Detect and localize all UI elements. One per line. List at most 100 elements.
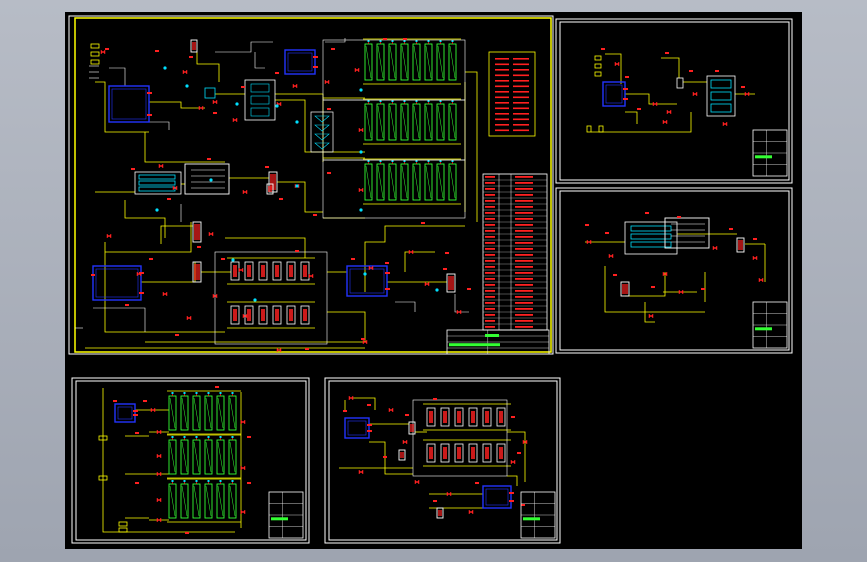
red-tag-mark — [113, 400, 117, 402]
valve-body — [324, 79, 330, 85]
pipe-network — [75, 38, 766, 533]
sheet2-tank — [602, 81, 628, 107]
pipe-line — [364, 225, 465, 292]
valve-symbol — [156, 453, 162, 459]
utility-line — [149, 121, 170, 130]
vessel-right-low — [446, 273, 456, 293]
column-packing — [365, 165, 372, 199]
legend-code — [495, 85, 509, 88]
legend-text — [515, 182, 533, 184]
legend-text — [515, 290, 533, 292]
valve-body — [408, 249, 414, 255]
valve-body — [106, 233, 112, 239]
legend-text — [515, 314, 533, 316]
membrane-core — [275, 309, 279, 321]
valve-body — [614, 61, 620, 67]
valve-symbol — [662, 119, 668, 125]
valve-body — [348, 395, 354, 401]
column-vessel-low — [192, 221, 202, 243]
membrane-vessel — [272, 305, 282, 325]
red-tag-mark — [133, 414, 138, 416]
sheet4-feed-nozzle — [98, 435, 108, 441]
legend-tag — [485, 284, 495, 286]
red-tag-mark — [313, 214, 317, 216]
legend-code — [495, 63, 509, 66]
valve-symbol — [106, 233, 112, 239]
feed-inlet-nozzle — [90, 43, 100, 49]
valve-symbol — [666, 109, 672, 115]
valve-symbol — [358, 187, 364, 193]
valve-symbol — [522, 439, 528, 445]
valve-symbol — [752, 255, 758, 261]
legend-text — [515, 242, 533, 244]
instrument-marker — [209, 178, 213, 182]
valve-symbol — [358, 469, 364, 475]
membrane-vessel — [468, 407, 478, 427]
title-block-green-mark — [523, 517, 540, 521]
valve-body — [446, 491, 452, 497]
membrane-vessel — [258, 305, 268, 325]
column-top-fitting — [207, 436, 210, 438]
column-packing — [449, 165, 456, 199]
pipe-line — [196, 52, 220, 82]
tank-inner — [111, 88, 147, 120]
pipe-line — [465, 71, 478, 222]
legend-code — [495, 118, 509, 121]
legend-text — [515, 248, 533, 250]
sheet5-tank-low — [482, 485, 514, 509]
sheet-3 — [555, 187, 793, 354]
column-top-fitting — [439, 160, 442, 162]
column-packing — [437, 45, 444, 79]
sheet4-bank-3 — [167, 478, 241, 523]
equipment-legend-upper — [488, 51, 536, 137]
red-tag-mark — [645, 212, 649, 214]
column-top-fitting — [231, 480, 234, 482]
red-tag-mark — [331, 48, 335, 50]
membrane-vessel — [468, 443, 478, 463]
red-tag-mark — [511, 416, 515, 418]
utility-line — [254, 52, 265, 69]
valve-body — [240, 509, 246, 515]
legend-code — [495, 74, 509, 77]
pipe-line — [604, 266, 705, 313]
legend-desc — [513, 113, 529, 115]
valve-symbol — [292, 83, 298, 89]
tank-shell — [482, 485, 512, 509]
tank-inner — [95, 268, 139, 298]
tank-shell — [92, 265, 142, 301]
pipe-line — [149, 101, 205, 109]
sheet-4-border — [71, 377, 310, 544]
membrane-vessel — [300, 261, 310, 281]
red-tag-mark — [155, 50, 159, 52]
valve-symbol — [242, 189, 248, 195]
legend-tag — [485, 182, 495, 184]
column-top-fitting — [183, 392, 186, 394]
sheet2-inlet — [594, 63, 602, 69]
column-packing — [377, 165, 384, 199]
legend-tag — [485, 242, 495, 244]
valve-body — [692, 91, 698, 97]
column-packing — [401, 165, 408, 199]
valve-body — [172, 185, 178, 191]
red-tag-mark — [147, 114, 152, 116]
exchanger-plate — [138, 174, 176, 180]
column-top-fitting — [219, 392, 222, 394]
membrane-vessel — [454, 443, 464, 463]
sheet2-outlet — [586, 125, 592, 133]
membrane-core — [275, 265, 279, 277]
legend-text — [515, 206, 533, 208]
valve-symbol — [402, 439, 408, 445]
legend-tag — [485, 236, 495, 238]
vessel-shell — [436, 507, 444, 519]
column-packing — [169, 397, 176, 429]
tank-shell — [108, 85, 150, 123]
red-tag-mark — [605, 232, 609, 234]
red-tag-mark — [135, 482, 139, 484]
vessel-fill — [438, 510, 442, 516]
bank-enclosure-3 — [322, 159, 466, 219]
membrane-core — [233, 265, 237, 277]
valve-body — [238, 267, 244, 273]
red-tag-mark — [125, 304, 129, 306]
feed-tank-left — [108, 85, 152, 123]
legend-desc — [513, 69, 529, 71]
